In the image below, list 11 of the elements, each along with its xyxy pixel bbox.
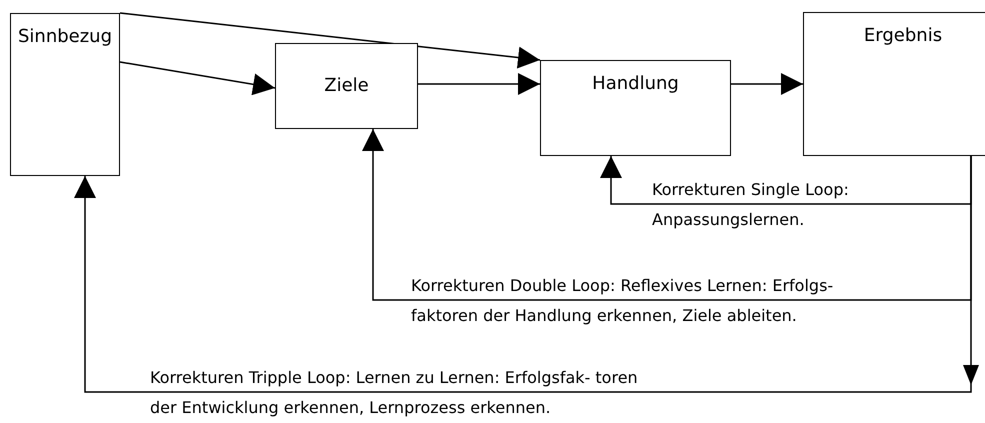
process-box	[803, 12, 985, 156]
box-label: Handlung	[592, 73, 679, 96]
process-box	[10, 13, 120, 176]
edge-label: Korrekturen Double Loop: Reflexives Lernen: Erfolgs- faktoren der Handlung erkennen, Ziele ableiten.	[411, 275, 834, 327]
process-box	[540, 60, 731, 156]
box-label: Ziele	[324, 74, 369, 98]
box-label: Sinnbezug	[18, 26, 112, 48]
edge-label: Korrekturen Single Loop: Anpassungslernen.	[652, 179, 850, 231]
box-label: Ergebnis	[864, 25, 942, 48]
process-box	[275, 43, 418, 129]
edge-label: Korrekturen Tripple Loop: Lernen zu Lernen: Erfolgsfak- toren der Entwicklung erkennen, Lernprozess erkennen.	[150, 367, 639, 419]
